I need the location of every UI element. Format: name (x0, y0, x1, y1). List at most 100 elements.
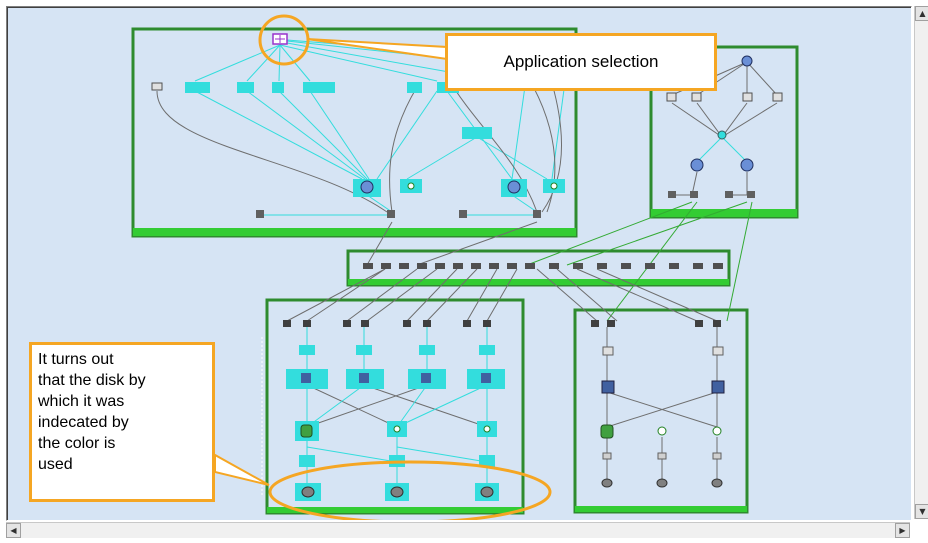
storage-node (501, 179, 527, 197)
port-icon (690, 191, 698, 198)
port-icon (607, 320, 615, 327)
storage-group-bar-2 (575, 506, 747, 512)
controller-node (299, 345, 315, 355)
disk-usage-callout: It turns out that the disk by which it w… (29, 342, 215, 502)
lun-node (299, 455, 315, 467)
nodes-bottom-right (591, 320, 725, 488)
port-icon (403, 320, 411, 327)
disk-highlight-ellipse (268, 460, 552, 520)
scroll-left-arrow-icon[interactable]: ◀ (6, 523, 21, 538)
switch-icon (573, 263, 583, 269)
switch-icon (417, 263, 427, 269)
lun-node (602, 452, 612, 460)
disk-node (385, 483, 409, 501)
links-bottom-right (606, 327, 718, 485)
controller-node (712, 346, 724, 356)
switch-icon (597, 263, 607, 269)
lun-node (479, 455, 495, 467)
server-node (740, 158, 754, 172)
port-icon (483, 320, 491, 327)
lun-node (657, 452, 667, 460)
server-node (185, 82, 210, 93)
port-icon (591, 320, 599, 327)
controller-node (602, 346, 614, 356)
port-icon (343, 320, 351, 327)
disk-node (601, 478, 613, 488)
disk-node (475, 483, 499, 501)
switch-icon (435, 263, 445, 269)
switch-row (363, 263, 723, 269)
server-node (690, 158, 704, 172)
scroll-down-arrow-icon[interactable]: ▼ (915, 504, 928, 519)
server-node (407, 82, 422, 93)
switch-icon (621, 263, 631, 269)
server-node (272, 82, 284, 93)
port-icon (361, 320, 369, 327)
host-node (666, 92, 677, 102)
port-icon (463, 320, 471, 327)
server-node (303, 82, 335, 93)
port-icon (533, 210, 541, 218)
switch-icon (713, 263, 723, 269)
switch-icon (453, 263, 463, 269)
application-selection-callout: Application selection (445, 33, 717, 91)
storage-node (543, 179, 565, 193)
lun-node (712, 452, 722, 460)
server-group-bar-1 (133, 228, 576, 236)
storage-group-bar-1 (267, 507, 523, 513)
storage-node (400, 179, 422, 193)
port-icon (459, 210, 467, 218)
host-icon (151, 82, 163, 91)
disk-node (295, 483, 321, 501)
port-icon (283, 320, 291, 327)
hub-node (717, 130, 727, 140)
port-icon (695, 320, 703, 327)
switch-icon (693, 263, 703, 269)
horizontal-scrollbar[interactable]: ◀ ▶ (6, 522, 910, 538)
host-node (741, 55, 753, 67)
nodes-bottom-left (261, 320, 505, 501)
switch-icon (525, 263, 535, 269)
host-node (691, 92, 702, 102)
raid-node (408, 369, 446, 389)
port-icon (303, 320, 311, 327)
switch-group-bar (348, 279, 729, 285)
switch-icon (471, 263, 481, 269)
controller-node (356, 345, 372, 355)
volume-node (657, 426, 667, 436)
nodes-top-right (666, 55, 783, 198)
volume-node (295, 421, 319, 441)
switch-icon (381, 263, 391, 269)
server-node (237, 82, 254, 93)
switch-icon (645, 263, 655, 269)
links-middle (286, 201, 753, 322)
port-icon (423, 320, 431, 327)
volume-node (387, 421, 407, 437)
server-node (462, 127, 492, 139)
port-icon (387, 210, 395, 218)
port-icon (747, 191, 755, 198)
scroll-up-arrow-icon[interactable]: ▲ (915, 6, 928, 21)
host-node (742, 92, 753, 102)
switch-icon (669, 263, 679, 269)
port-icon (668, 191, 676, 198)
nodes-top-left (151, 33, 565, 218)
disk-node (656, 478, 668, 488)
vertical-scrollbar[interactable]: ▲ ▼ (914, 6, 928, 519)
disk-node (711, 478, 723, 488)
controller-node (479, 345, 495, 355)
switch-icon (489, 263, 499, 269)
host-node (772, 92, 783, 102)
raid-node (286, 369, 328, 389)
disk-callout-pointer (214, 453, 270, 486)
scroll-right-arrow-icon[interactable]: ▶ (895, 523, 910, 538)
switch-icon (507, 263, 517, 269)
switch-icon (399, 263, 409, 269)
storage-topology-diagram (131, 14, 799, 520)
storage-node (353, 179, 381, 197)
switch-icon (363, 263, 373, 269)
raid-node (601, 380, 615, 394)
volume-node (600, 424, 614, 439)
raid-node (711, 380, 725, 394)
switch-icon (549, 263, 559, 269)
